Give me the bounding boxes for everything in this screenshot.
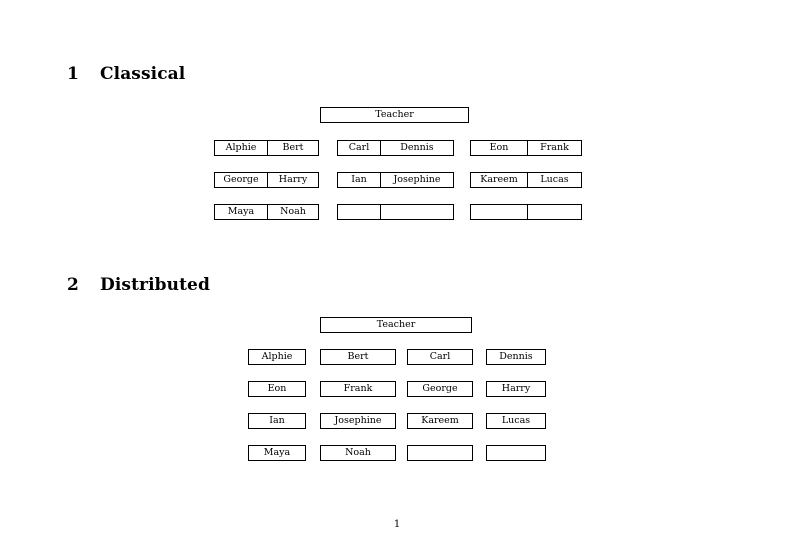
student-box: Ian	[248, 413, 306, 429]
student-cell: Lucas	[527, 173, 581, 187]
student-cell: Kareem	[480, 174, 518, 186]
student-box: Eon	[248, 381, 306, 397]
student-box: Lucas	[486, 413, 546, 429]
section-number: 2	[67, 275, 79, 295]
classical-row: Ian Josephine	[337, 172, 454, 188]
student-box: Carl	[407, 349, 473, 365]
student-cell: Alphie	[225, 142, 257, 154]
student-box: Harry	[486, 381, 546, 397]
student-cell: Harry	[267, 173, 318, 187]
classical-row: Kareem Lucas	[470, 172, 582, 188]
student-cell: Bert	[267, 141, 318, 155]
student-box: George	[407, 381, 473, 397]
classical-row: Carl Dennis	[337, 140, 454, 156]
student-cell: Noah	[267, 205, 318, 219]
student-cell: Josephine	[380, 173, 453, 187]
student-cell-empty	[471, 205, 527, 219]
student-cell: Carl	[348, 142, 370, 154]
student-cell: Eon	[489, 142, 509, 154]
classical-row: George Harry	[214, 172, 319, 188]
student-box: Kareem	[407, 413, 473, 429]
classical-row: Eon Frank	[470, 140, 582, 156]
page-number: 1	[393, 519, 401, 530]
student-cell-empty	[338, 205, 380, 219]
classical-row-empty	[337, 204, 454, 220]
student-box-empty	[486, 445, 546, 461]
student-box-empty	[407, 445, 473, 461]
student-cell: Ian	[351, 174, 367, 186]
classical-row: Maya Noah	[214, 204, 319, 220]
student-box: Noah	[320, 445, 396, 461]
section-number: 1	[67, 64, 79, 84]
distributed-teacher-box: Teacher	[320, 317, 472, 333]
section-title: Classical	[100, 64, 186, 84]
student-box: Maya	[248, 445, 306, 461]
teacher-label: Teacher	[375, 109, 414, 121]
section-heading-distributed: 2 Distributed	[67, 275, 210, 295]
student-box: Bert	[320, 349, 396, 365]
student-cell: Maya	[227, 206, 255, 218]
classical-row: Alphie Bert	[214, 140, 319, 156]
student-box: Alphie	[248, 349, 306, 365]
section-title: Distributed	[100, 275, 210, 295]
student-cell: George	[223, 174, 259, 186]
student-box: Dennis	[486, 349, 546, 365]
section-heading-classical: 1 Classical	[67, 64, 185, 84]
classical-row-empty	[470, 204, 582, 220]
student-cell: Dennis	[380, 141, 453, 155]
student-box: Frank	[320, 381, 396, 397]
student-cell-empty	[527, 205, 581, 219]
student-cell-empty	[380, 205, 453, 219]
classical-teacher-box: Teacher	[320, 107, 469, 123]
student-cell: Frank	[527, 141, 581, 155]
student-box: Josephine	[320, 413, 396, 429]
